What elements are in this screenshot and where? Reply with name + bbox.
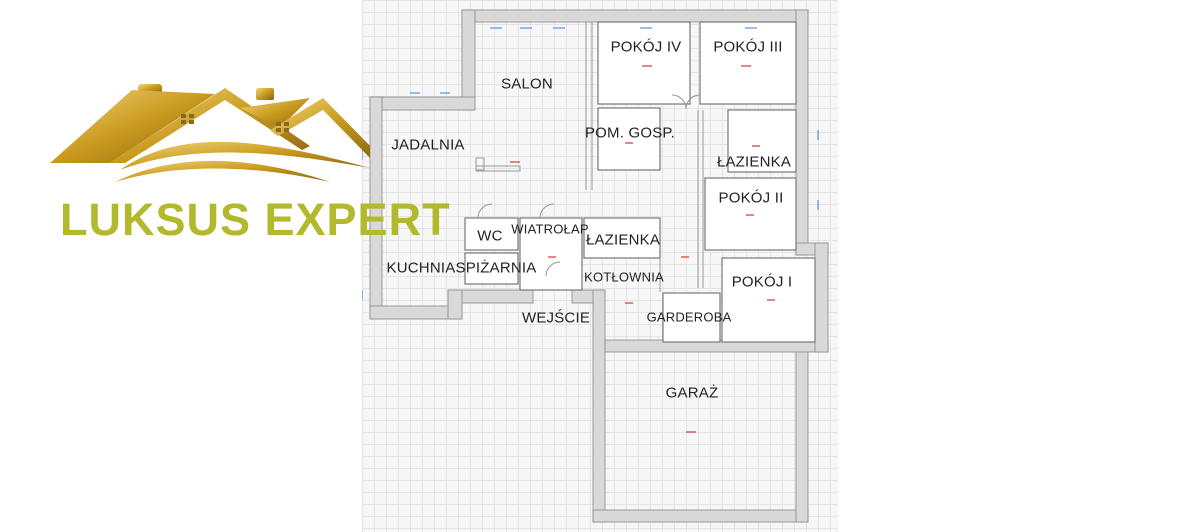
room-label-garaz: GARAŻ <box>665 384 719 402</box>
room-label-wc: WC <box>477 227 503 245</box>
room-pokoj-i <box>721 257 816 343</box>
room-pokoj-iii <box>699 21 797 105</box>
room-label-pokoj-iii: POKÓJ III <box>713 38 783 56</box>
room-label-lazienka-2: ŁAZIENKA <box>585 231 661 249</box>
room-wc <box>464 217 519 251</box>
room-label-pokoj-ii: POKÓJ II <box>718 189 784 207</box>
room-wiatrolap <box>519 217 583 291</box>
room-label-garderoba: GARDEROBA <box>646 309 732 325</box>
wall-garage-right <box>795 339 809 523</box>
wall-step <box>447 289 463 320</box>
room-label-spizarnia: SPIŻARNIA <box>455 259 537 277</box>
room-label-salon: SALON <box>501 75 553 93</box>
room-label-jadalnia: JADALNIA <box>391 136 465 154</box>
wall-jadalnia-top <box>369 96 476 111</box>
room-label-pokoj-i: POKÓJ I <box>731 273 793 291</box>
room-label-wiatrolap: WIATROŁAP <box>511 221 589 237</box>
floor-plan: SALON POKÓJ IV POKÓJ III POM. GOSP. JADA… <box>362 0 838 532</box>
room-pokoj-iv <box>597 21 691 105</box>
room-garderoba <box>662 292 721 343</box>
brand-name: LUKSUS EXPERT <box>60 194 451 245</box>
wall-right-upper <box>795 9 809 256</box>
room-pokoj-ii <box>704 177 797 251</box>
room-label-pom-gosp: POM. GOSP. <box>584 124 676 142</box>
roof-logo-icon <box>50 84 370 182</box>
wall-garage-left <box>592 289 606 523</box>
wall-right-lower <box>814 242 829 353</box>
wall-salon-left <box>461 9 476 111</box>
room-label-kotlownia: KOTŁOWNIA <box>584 269 664 285</box>
room-lazienka-1 <box>727 109 797 173</box>
wall-garage-bottom <box>592 509 809 523</box>
room-pom-gosp <box>597 107 661 171</box>
room-label-wejscie: WEJŚCIE <box>521 309 591 327</box>
room-label-pokoj-iv: POKÓJ IV <box>610 38 682 56</box>
room-label-kuchnia: KUCHNIA <box>386 259 456 277</box>
room-lazienka-2 <box>583 217 661 259</box>
wall-top <box>461 9 809 23</box>
room-spizarnia <box>464 252 519 285</box>
floor-plan-walls <box>362 9 829 523</box>
room-label-lazienka-1: ŁAZIENKA <box>716 153 792 171</box>
